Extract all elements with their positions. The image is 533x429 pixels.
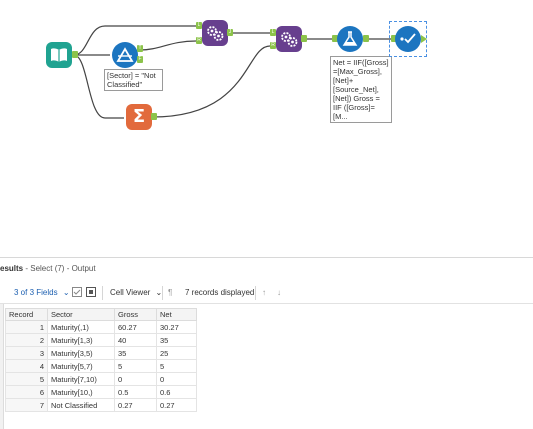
net-cell: 5: [156, 359, 197, 373]
select-check-icon: [400, 33, 416, 44]
sector-cell: Maturity[7,10): [47, 372, 115, 386]
record-cell: 7: [5, 398, 48, 412]
results-toolbar: 3 of 3 Fields ⌄ Cell Viewer ⌄ ¶ 7 record…: [0, 282, 533, 304]
record-cell: 4: [5, 359, 48, 373]
toolbar-divider: [162, 286, 163, 300]
fields-dropdown[interactable]: 3 of 3 Fields ⌄: [14, 288, 70, 297]
connector-summarize-to-join2: [151, 45, 271, 118]
join2-join-anchor[interactable]: [301, 35, 307, 42]
net-cell: 0.6: [156, 385, 197, 399]
summarize-output-anchor[interactable]: [151, 113, 157, 120]
toolbar-divider: [102, 286, 103, 300]
record-cell: 1: [5, 320, 48, 334]
join-tool-2[interactable]: [276, 26, 302, 52]
connector-input-to-summarize: [73, 54, 124, 119]
records-count: 7 records displayed: [185, 288, 255, 297]
workflow-canvas[interactable]: T F [Sector] = "Not Classified" Σ L R J …: [0, 0, 533, 255]
sector-cell: Maturity[5,7): [47, 359, 115, 373]
cell-viewer-dropdown[interactable]: Cell Viewer ⌄: [110, 288, 162, 297]
results-panel: esults - Select (7) - Output 3 of 3 Fiel…: [0, 257, 533, 429]
sigma-icon: Σ: [132, 106, 146, 127]
stop-square-icon[interactable]: [86, 287, 96, 299]
filter-tool[interactable]: [112, 42, 138, 68]
table-row[interactable]: 4 Maturity[5,7) 5 5: [5, 359, 197, 373]
chevron-down-icon: ⌄: [62, 288, 70, 297]
filter-triangle-icon: [116, 47, 134, 62]
filter-annotation: [Sector] = "Not Classified": [104, 69, 163, 91]
results-title: esults - Select (7) - Output: [0, 264, 96, 273]
gross-cell: 5: [114, 359, 157, 373]
pilcrow-icon[interactable]: ¶: [168, 288, 173, 297]
arrow-down-icon[interactable]: ↓: [277, 288, 281, 297]
toolbar-divider: [255, 286, 256, 300]
checkbox-toggle-icon[interactable]: [72, 287, 82, 299]
results-table: Record Sector Gross Net 1 Maturity(,1) 6…: [5, 308, 197, 412]
arrow-up-icon[interactable]: ↑: [262, 288, 266, 297]
formula-tool[interactable]: [337, 26, 363, 52]
record-cell: 6: [5, 385, 48, 399]
join1-join-anchor[interactable]: J: [227, 29, 233, 36]
formula-input-anchor[interactable]: [332, 35, 338, 42]
table-row[interactable]: 1 Maturity(,1) 60.27 30.27: [5, 320, 197, 334]
join1-right-anchor[interactable]: R: [196, 37, 202, 44]
net-cell: 0: [156, 372, 197, 386]
sector-cell: Maturity[10,): [47, 385, 115, 399]
table-row[interactable]: 3 Maturity[3,5) 35 25: [5, 346, 197, 360]
net-cell: 35: [156, 333, 197, 347]
connector-filter-to-join1: [139, 40, 197, 51]
connection-lines: [73, 25, 394, 119]
sector-cell: Not Classified: [47, 398, 115, 412]
table-row[interactable]: 7 Not Classified 0.27 0.27: [5, 398, 197, 412]
join2-left-anchor[interactable]: L: [270, 29, 276, 36]
results-title-prefix: esults: [0, 264, 24, 273]
gears-icon: [281, 32, 298, 47]
gross-cell: 40: [114, 333, 157, 347]
join-tool-1[interactable]: [202, 20, 228, 46]
sector-cell: Maturity[3,5): [47, 346, 115, 360]
gross-cell: 60.27: [114, 320, 157, 334]
column-header-record[interactable]: Record: [5, 308, 48, 321]
results-title-detail: - Select (7) - Output: [23, 264, 96, 273]
select-tool[interactable]: [395, 26, 421, 52]
gross-cell: 0: [114, 372, 157, 386]
input-data-tool[interactable]: [46, 42, 72, 68]
net-cell: 0.27: [156, 398, 197, 412]
book-icon: [51, 48, 67, 62]
net-cell: 25: [156, 346, 197, 360]
formula-annotation: Net = IIF([Gross] =[Max_Gross], [Net]+ […: [330, 56, 392, 123]
chevron-down-icon: ⌄: [155, 288, 163, 297]
formula-output-anchor[interactable]: [363, 35, 369, 42]
fields-label: 3 of 3 Fields: [14, 288, 58, 297]
select-output-anchor[interactable]: [421, 35, 427, 43]
gross-cell: 0.5: [114, 385, 157, 399]
record-cell: 2: [5, 333, 48, 347]
sector-cell: Maturity[1,3): [47, 333, 115, 347]
flask-icon: [342, 31, 358, 46]
table-header-row: Record Sector Gross Net: [5, 308, 197, 321]
summarize-tool[interactable]: Σ: [126, 104, 152, 130]
filter-false-anchor[interactable]: F: [137, 56, 143, 63]
input-output-anchor[interactable]: [72, 51, 78, 58]
gears-icon: [207, 26, 224, 41]
filter-true-anchor[interactable]: T: [137, 45, 143, 52]
table-row[interactable]: 6 Maturity[10,) 0.5 0.6: [5, 385, 197, 399]
table-row[interactable]: 2 Maturity[1,3) 40 35: [5, 333, 197, 347]
sector-cell: Maturity(,1): [47, 320, 115, 334]
results-side-strip: [0, 304, 4, 429]
net-cell: 30.27: [156, 320, 197, 334]
select-input-anchor[interactable]: [391, 35, 397, 42]
gross-cell: 0.27: [114, 398, 157, 412]
join1-left-anchor[interactable]: L: [196, 22, 202, 29]
cell-viewer-label: Cell Viewer: [110, 288, 151, 297]
column-header-gross[interactable]: Gross: [114, 308, 157, 321]
record-cell: 5: [5, 372, 48, 386]
column-header-net[interactable]: Net: [156, 308, 197, 321]
record-cell: 3: [5, 346, 48, 360]
join2-right-anchor[interactable]: R: [270, 42, 276, 49]
gross-cell: 35: [114, 346, 157, 360]
table-row[interactable]: 5 Maturity[7,10) 0 0: [5, 372, 197, 386]
column-header-sector[interactable]: Sector: [47, 308, 115, 321]
